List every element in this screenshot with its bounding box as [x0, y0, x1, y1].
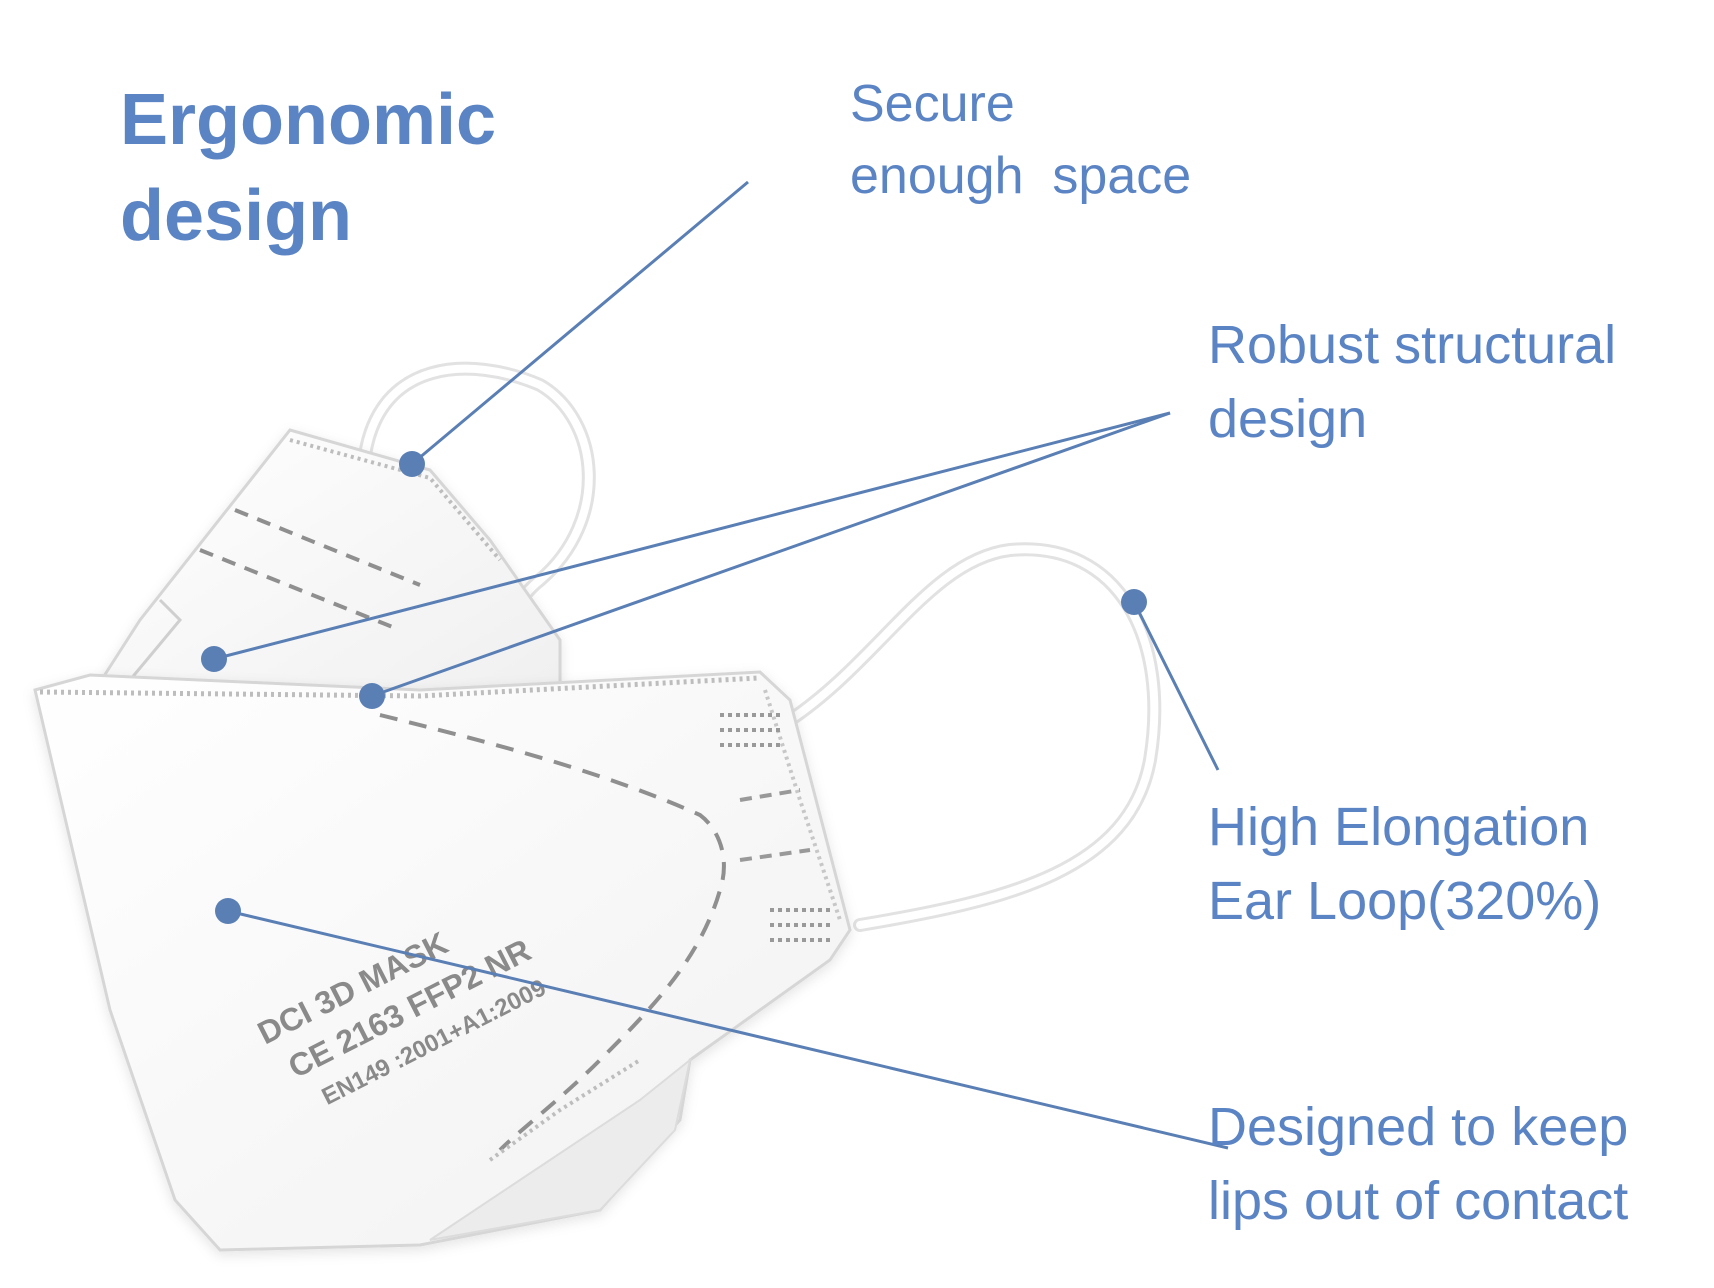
callout-dot-secure: [399, 451, 425, 477]
callout-line-secure: [411, 180, 749, 466]
mask-upper-panel: [92, 428, 562, 722]
callout-dot-robust-2: [359, 683, 385, 709]
front-ear-loop: [783, 542, 1162, 932]
callout-line-elongation: [1132, 601, 1220, 771]
callout-dot-robust-1: [201, 646, 227, 672]
callout-lines: [213, 180, 1229, 1150]
page-title: Ergonomic design: [120, 72, 496, 264]
callout-dot-elongation: [1121, 589, 1147, 615]
label-secure-space: Secure enough space: [850, 75, 1192, 205]
label-lips-contact: Designed to keep lips out of contact: [1208, 1097, 1629, 1231]
label-ear-loop: High Elongation Ear Loop(320%): [1208, 797, 1602, 931]
title-line-1: Ergonomic: [120, 80, 497, 160]
callout-line-robust-2: [371, 411, 1171, 698]
callout-line-robust-1: [213, 411, 1171, 661]
label-robust-structure: Robust structural design: [1208, 315, 1617, 449]
callout-dot-lips: [215, 898, 241, 924]
callout-dots: [201, 451, 1147, 924]
title-line-2: design: [120, 176, 353, 256]
callout-line-lips: [227, 909, 1229, 1150]
